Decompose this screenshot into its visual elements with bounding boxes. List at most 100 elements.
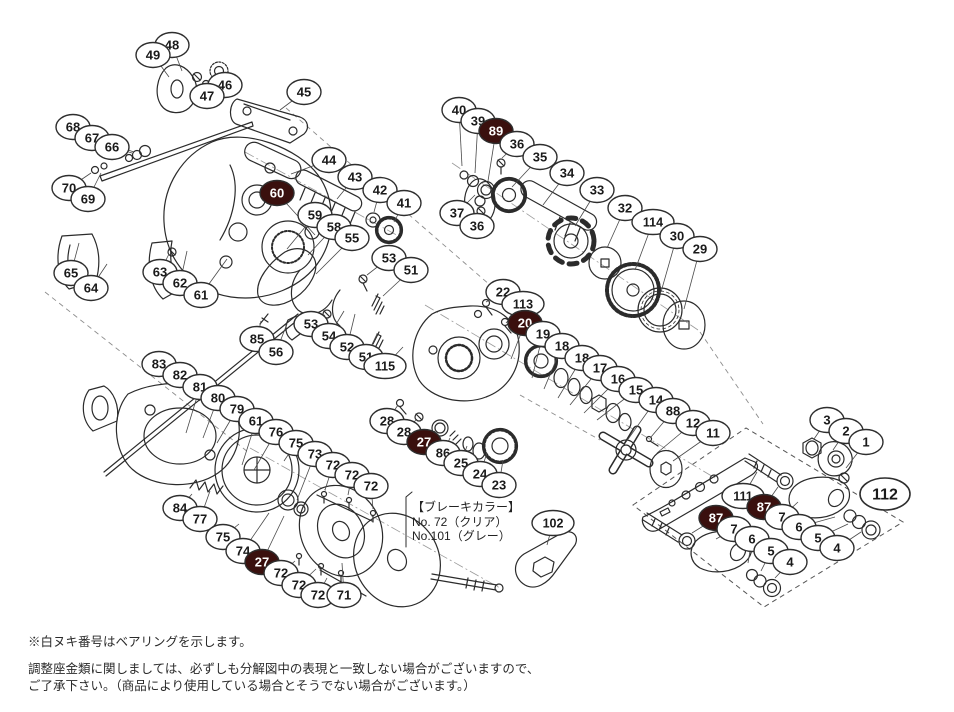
callout-number: 88 xyxy=(666,404,680,419)
part-callout-4: 4 xyxy=(772,548,808,576)
callout-number: 6 xyxy=(795,520,802,535)
callout-ellipse xyxy=(607,194,643,222)
callout-number: 33 xyxy=(590,183,604,198)
part-callout-34: 34 xyxy=(549,159,585,187)
part-callout-43: 43 xyxy=(337,163,373,191)
callout-number: 71 xyxy=(337,588,351,603)
part-callout-72: 72 xyxy=(300,581,336,609)
part-callout-72: 72 xyxy=(353,472,389,500)
callout-number: 63 xyxy=(153,265,167,280)
callout-number: 67 xyxy=(85,131,99,146)
part-callout-11: 11 xyxy=(695,419,731,447)
callout-number: 64 xyxy=(84,281,99,296)
callout-ellipse xyxy=(859,477,911,511)
callout-ellipse xyxy=(311,146,347,174)
callout-number: 61 xyxy=(249,414,263,429)
part-callout-36: 36 xyxy=(459,212,495,240)
callout-ellipse xyxy=(189,82,225,110)
callout-ellipse xyxy=(334,224,370,252)
callout-number: 35 xyxy=(533,150,547,165)
part-callout-35: 35 xyxy=(522,143,558,171)
part-callout-64: 64 xyxy=(73,274,109,302)
part-callout-80: 80 xyxy=(200,384,236,412)
callout-ellipse xyxy=(73,274,109,302)
part-callout-33: 33 xyxy=(579,176,615,204)
callout-number: 5 xyxy=(814,531,821,546)
part-callout-4: 4 xyxy=(819,534,855,562)
callout-number: 102 xyxy=(543,517,564,531)
callout-number: 70 xyxy=(62,181,76,196)
brake-color-line1: No. 72（クリア） xyxy=(412,514,508,529)
handle-assembly xyxy=(641,437,881,598)
callout-ellipse xyxy=(549,159,585,187)
callout-ellipse xyxy=(393,256,429,284)
callout-number: 56 xyxy=(269,345,283,360)
callout-ellipse xyxy=(135,41,171,69)
callout-number: 19 xyxy=(536,327,550,342)
callout-number: 47 xyxy=(200,89,214,104)
callout-number: 62 xyxy=(173,276,187,291)
callout-number: 53 xyxy=(304,317,318,332)
callout-ellipse xyxy=(848,428,884,456)
part-callout-55: 55 xyxy=(334,224,370,252)
callout-number: 7 xyxy=(778,510,785,525)
callout-number: 72 xyxy=(311,588,325,603)
part-callout-61: 61 xyxy=(183,281,219,309)
callout-number: 113 xyxy=(513,298,533,312)
callout-ellipse xyxy=(531,509,575,537)
part-callout-51: 51 xyxy=(393,256,429,284)
callout-number: 37 xyxy=(450,206,464,221)
callout-number: 27 xyxy=(255,555,269,570)
callout-number: 61 xyxy=(194,288,208,303)
callout-ellipse xyxy=(459,212,495,240)
callout-number: 51 xyxy=(404,263,418,278)
callout-number: 68 xyxy=(66,120,80,135)
callout-number: 6 xyxy=(748,532,755,547)
callout-ellipse xyxy=(70,185,106,213)
part-callout-44: 44 xyxy=(311,146,347,174)
callout-number: 41 xyxy=(397,196,411,211)
callout-number: 53 xyxy=(382,251,396,266)
left-side-plate-assembly xyxy=(57,61,332,300)
part-callout-32: 32 xyxy=(607,194,643,222)
part-callout-69: 69 xyxy=(70,185,106,213)
callout-number: 7 xyxy=(730,522,737,537)
part-callout-77: 77 xyxy=(182,505,218,533)
callout-number: 59 xyxy=(308,208,322,223)
callout-number: 69 xyxy=(81,192,95,207)
callout-number: 83 xyxy=(152,357,166,372)
callout-number: 40 xyxy=(452,103,466,118)
part-callout-27: 27 xyxy=(406,428,442,456)
part-callout-41: 41 xyxy=(386,189,422,217)
callout-number: 18 xyxy=(555,339,569,354)
callout-number: 25 xyxy=(454,456,468,471)
brake-color-heading: 【ブレーキカラー】 xyxy=(412,500,521,514)
callout-number: 29 xyxy=(693,242,707,257)
bearing-footnote: ※白ヌキ番号はベアリングを示します。 xyxy=(28,635,252,649)
callout-number: 4 xyxy=(786,555,794,570)
callout-number: 1 xyxy=(862,435,869,450)
callout-ellipse xyxy=(481,471,517,499)
callout-number: 77 xyxy=(193,512,207,527)
callout-number: 72 xyxy=(364,479,378,494)
part-callout-23: 23 xyxy=(481,471,517,499)
part-callout-47: 47 xyxy=(189,82,225,110)
part-callout-102: 102 xyxy=(531,509,575,537)
part-callout-71: 71 xyxy=(326,581,362,609)
callout-number: 45 xyxy=(297,85,311,100)
callout-number: 66 xyxy=(105,140,119,155)
part-callout-42: 42 xyxy=(362,176,398,204)
callout-number: 15 xyxy=(629,383,643,398)
callout-ellipse xyxy=(386,189,422,217)
callout-number: 75 xyxy=(216,530,230,545)
callout-ellipse xyxy=(183,281,219,309)
callout-number: 2 xyxy=(842,424,849,439)
washer-footnote: 調整座金類に関しましては、必ずしも分解図中の表現と一致しない場合がございますので… xyxy=(28,661,539,695)
part-callout-56: 56 xyxy=(258,338,294,366)
callout-number: 65 xyxy=(64,266,78,281)
callout-number: 30 xyxy=(670,229,684,244)
callout-number: 80 xyxy=(211,391,225,406)
